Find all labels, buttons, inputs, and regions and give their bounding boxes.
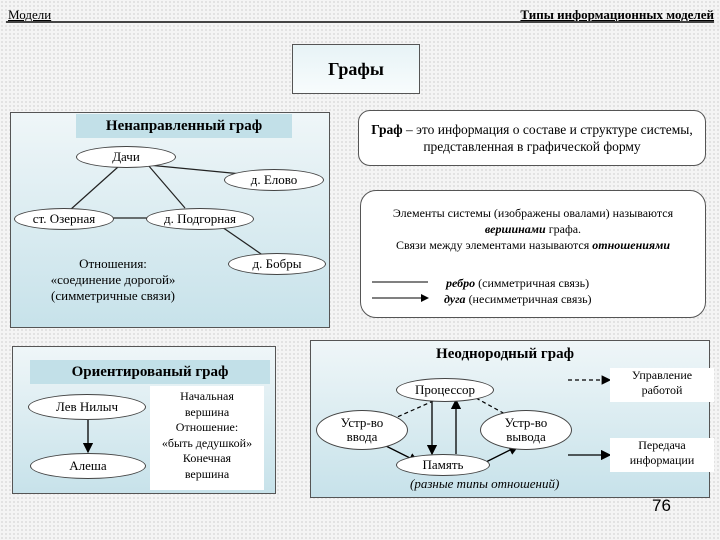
arc-legend-label: дуга (несимметричная связь) bbox=[444, 292, 592, 306]
node-bobry: д. Бобры bbox=[228, 253, 326, 275]
undirected-graph-label: Ненаправленный граф bbox=[76, 114, 292, 138]
directed-graph-label: Ориентированый граф bbox=[30, 360, 270, 384]
node-input-device: Устр-во ввода bbox=[316, 410, 408, 450]
node-processor: Процессор bbox=[396, 378, 494, 402]
header-right: Типы информационных моделей bbox=[520, 7, 714, 22]
node-alesha: Алеша bbox=[30, 453, 146, 479]
directed-relation-note: Начальная вершина Отношение: «быть дедуш… bbox=[150, 386, 264, 490]
node-dachi: Дачи bbox=[76, 146, 176, 168]
heterogeneous-caption: (разные типы отношений) bbox=[410, 476, 560, 491]
undirected-relations-note: Отношения: «соединение дорогой» (симметр… bbox=[50, 256, 176, 303]
header-divider bbox=[6, 21, 714, 23]
heterogeneous-graph-label: Неоднородный граф bbox=[436, 346, 574, 362]
page-number: 76 bbox=[652, 496, 671, 515]
edge-legend-label: ребро (симметричная связь) bbox=[446, 276, 590, 290]
legend-transfer: Передача информации bbox=[610, 438, 714, 472]
slide-title: Графы bbox=[292, 44, 420, 94]
node-elovo: д. Елово bbox=[224, 169, 324, 191]
node-ozernaya: ст. Озерная bbox=[14, 208, 114, 230]
node-lev-nilych: Лев Нилыч bbox=[28, 394, 146, 420]
legend-control: Управление работой bbox=[610, 368, 714, 402]
graph-definition-box: Граф – это информация о составе и структ… bbox=[358, 110, 706, 166]
node-memory: Память bbox=[396, 454, 490, 476]
elements-description: Элементы системы (изображены овалами) на… bbox=[392, 206, 674, 252]
graph-elements-box bbox=[360, 190, 706, 318]
header-left: Модели bbox=[8, 7, 52, 22]
node-output-device: Устр-во вывода bbox=[480, 410, 572, 450]
node-podgornaya: д. Подгорная bbox=[146, 208, 254, 230]
